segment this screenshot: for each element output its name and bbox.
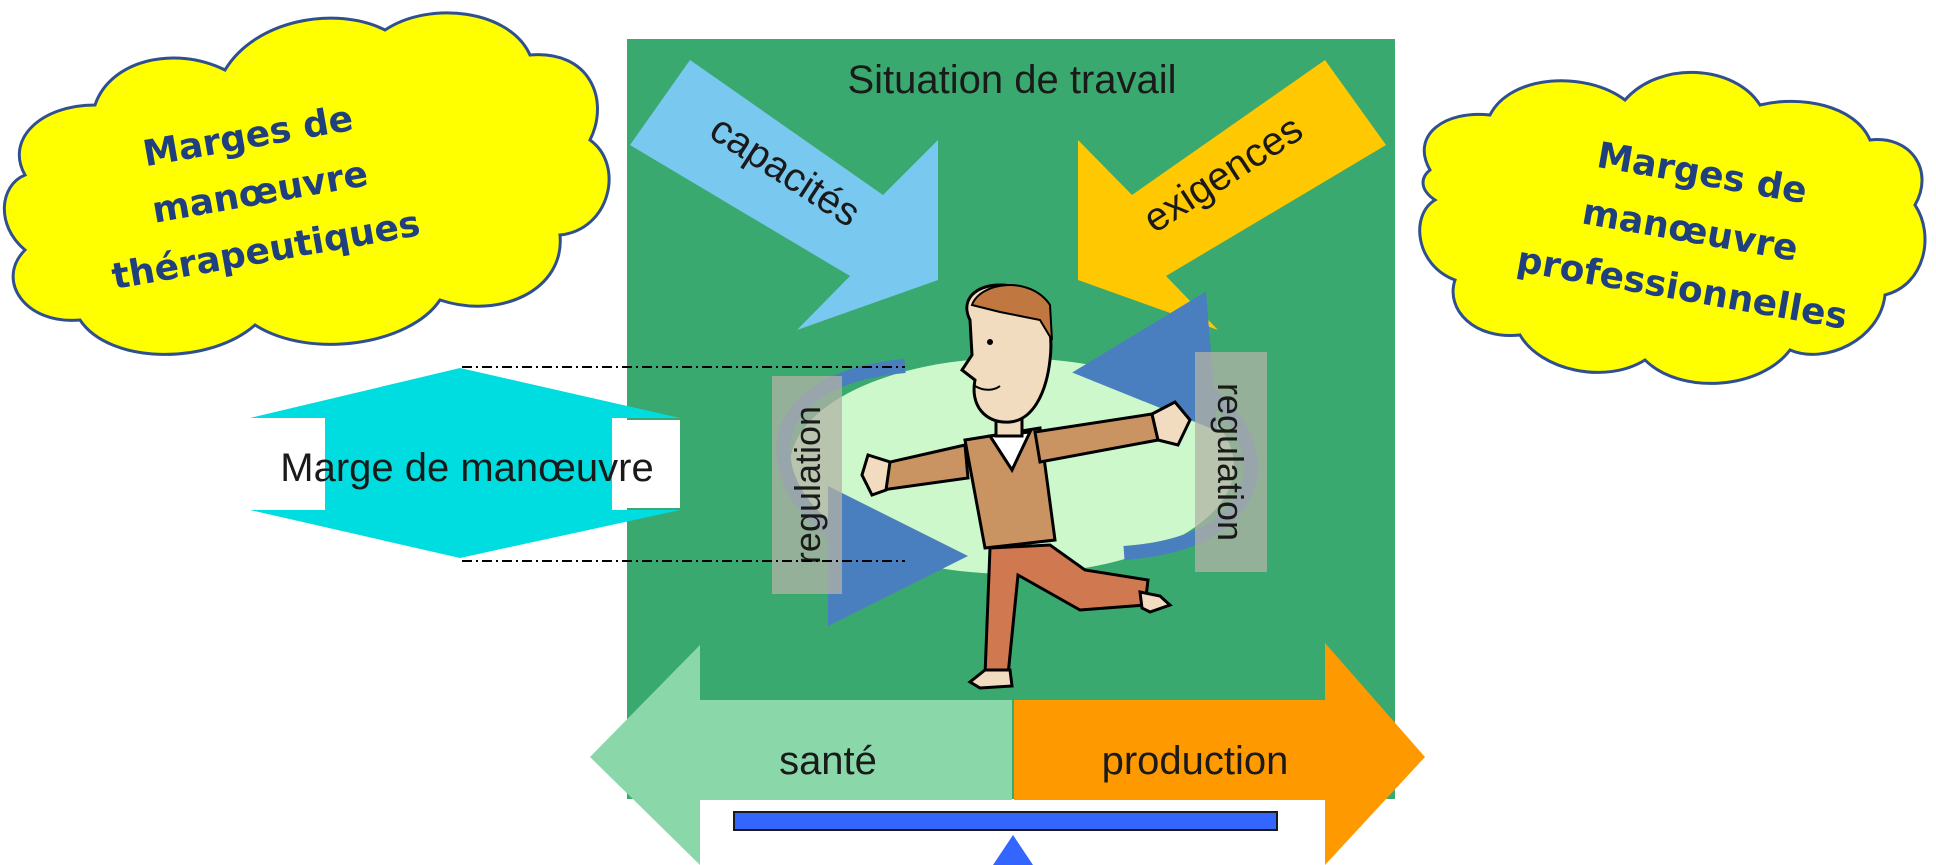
production-label: production bbox=[1102, 739, 1289, 783]
balance-fulcrum bbox=[993, 835, 1033, 865]
sante-label: santé bbox=[779, 739, 877, 783]
therapeutic-margins-cloud: Marges de manœuvre thérapeutiques bbox=[2, 11, 611, 356]
professional-margins-cloud: Marges de manœuvre professionnelles bbox=[1418, 71, 1927, 385]
balance-beam bbox=[733, 811, 1278, 831]
left-regulation-label: regulation bbox=[787, 406, 828, 564]
diagram-title: Situation de travail bbox=[847, 58, 1176, 102]
margin-double-arrow: Marge de manœuvre bbox=[250, 368, 680, 558]
worker-figure-illustration bbox=[860, 283, 1192, 690]
right-regulation-box bbox=[1195, 352, 1267, 572]
left-regulation-box bbox=[772, 376, 842, 594]
margin-arrow-label: Marge de manœuvre bbox=[280, 446, 653, 490]
right-regulation-label: regulation bbox=[1210, 383, 1251, 541]
